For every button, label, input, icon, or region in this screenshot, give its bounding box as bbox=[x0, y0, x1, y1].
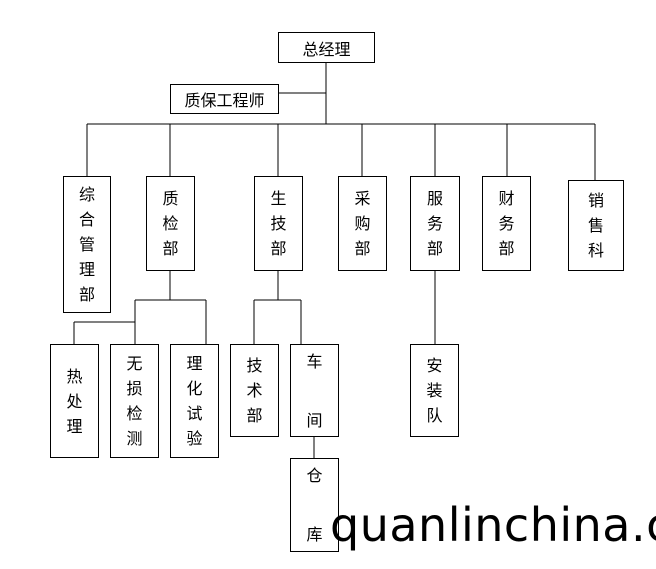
node-install-team: 安装队 bbox=[410, 344, 459, 437]
node-purchasing-dept-label: 采购部 bbox=[354, 186, 370, 261]
label-char: 试 bbox=[186, 404, 203, 423]
label-char: 科 bbox=[587, 241, 604, 260]
node-production-dept-label: 生技部 bbox=[270, 186, 286, 261]
label-char: 合 bbox=[78, 210, 95, 229]
label-char: 生 bbox=[270, 189, 287, 208]
node-heat-treatment-label: 热处理 bbox=[66, 364, 82, 439]
label-char: 部 bbox=[162, 239, 179, 258]
node-sales-dept: 销售科 bbox=[568, 180, 624, 271]
label-char: 采 bbox=[354, 189, 371, 208]
node-qa-engineer-label: 质保工程师 bbox=[184, 91, 265, 110]
node-physchem-test: 理化试验 bbox=[170, 344, 219, 458]
label-char: 理 bbox=[66, 416, 83, 436]
label-char: 检 bbox=[162, 214, 179, 233]
node-production-dept: 生技部 bbox=[254, 176, 303, 271]
label-char: 技 bbox=[270, 214, 287, 233]
label-char: 库 bbox=[306, 525, 323, 544]
node-sales-dept-label: 销售科 bbox=[588, 188, 604, 263]
label-char: 处 bbox=[66, 391, 83, 411]
label-char: 部 bbox=[246, 406, 263, 425]
node-qa-engineer: 质保工程师 bbox=[170, 84, 279, 114]
node-qc-dept: 质检部 bbox=[146, 176, 195, 271]
label-char: 服 bbox=[426, 189, 443, 208]
node-admin-dept-label: 综合管理部 bbox=[79, 182, 95, 307]
label-char: 理 bbox=[186, 354, 203, 373]
label-char: 队 bbox=[426, 406, 443, 425]
label-char: 损 bbox=[126, 379, 143, 398]
node-tech-dept-label: 技术部 bbox=[246, 353, 262, 428]
label-char: 车 bbox=[306, 351, 323, 371]
node-purchasing-dept: 采购部 bbox=[338, 176, 387, 271]
node-heat-treatment: 热处理 bbox=[50, 344, 99, 458]
label-char: 务 bbox=[498, 214, 515, 233]
label-char: 测 bbox=[126, 429, 143, 448]
label-char: 综 bbox=[78, 185, 95, 204]
label-char: 部 bbox=[270, 239, 287, 258]
node-tech-dept: 技术部 bbox=[230, 344, 279, 437]
label-char: 部 bbox=[498, 239, 515, 258]
label-char: 检 bbox=[126, 404, 143, 423]
node-finance-dept: 财务部 bbox=[482, 176, 531, 271]
label-char: 管 bbox=[78, 235, 95, 254]
label-char: 务 bbox=[426, 214, 443, 233]
label-char: 无 bbox=[126, 354, 143, 373]
node-physchem-test-label: 理化试验 bbox=[186, 351, 202, 451]
node-general-manager-label: 总经理 bbox=[302, 39, 351, 59]
label-char: 热 bbox=[66, 366, 83, 386]
node-general-manager: 总经理 bbox=[278, 32, 375, 63]
node-qc-dept-label: 质检部 bbox=[162, 186, 178, 261]
label-char: 安 bbox=[426, 356, 443, 375]
label-char: 部 bbox=[354, 239, 371, 258]
label-char: 理 bbox=[78, 260, 95, 279]
node-warehouse-label: 仓库 bbox=[306, 463, 322, 547]
node-service-dept-label: 服务部 bbox=[427, 186, 443, 261]
node-install-team-label: 安装队 bbox=[426, 353, 442, 428]
label-char: 术 bbox=[246, 381, 263, 400]
label-char: 购 bbox=[354, 214, 371, 233]
label-char: 化 bbox=[186, 379, 203, 398]
node-finance-dept-label: 财务部 bbox=[498, 186, 514, 261]
label-char: 验 bbox=[186, 429, 203, 448]
label-char: 售 bbox=[587, 216, 604, 235]
label-char: 仓 bbox=[306, 466, 323, 485]
label-char: 质 bbox=[162, 189, 179, 208]
node-ndt: 无损检测 bbox=[110, 344, 159, 458]
label-char: 财 bbox=[498, 189, 515, 208]
label-char: 销 bbox=[587, 191, 604, 210]
label-char: 装 bbox=[426, 381, 443, 400]
label-char: 部 bbox=[426, 239, 443, 258]
node-workshop: 车间 bbox=[290, 344, 339, 437]
label-char: 部 bbox=[78, 285, 95, 304]
label-char: 技 bbox=[246, 356, 263, 375]
label-char: 间 bbox=[306, 410, 323, 430]
node-warehouse: 仓库 bbox=[290, 458, 339, 552]
node-ndt-label: 无损检测 bbox=[126, 351, 142, 451]
watermark-text: quanlinchina.c bbox=[330, 498, 656, 552]
node-admin-dept: 综合管理部 bbox=[63, 176, 111, 313]
node-service-dept: 服务部 bbox=[410, 176, 460, 271]
node-workshop-label: 车间 bbox=[306, 349, 322, 433]
